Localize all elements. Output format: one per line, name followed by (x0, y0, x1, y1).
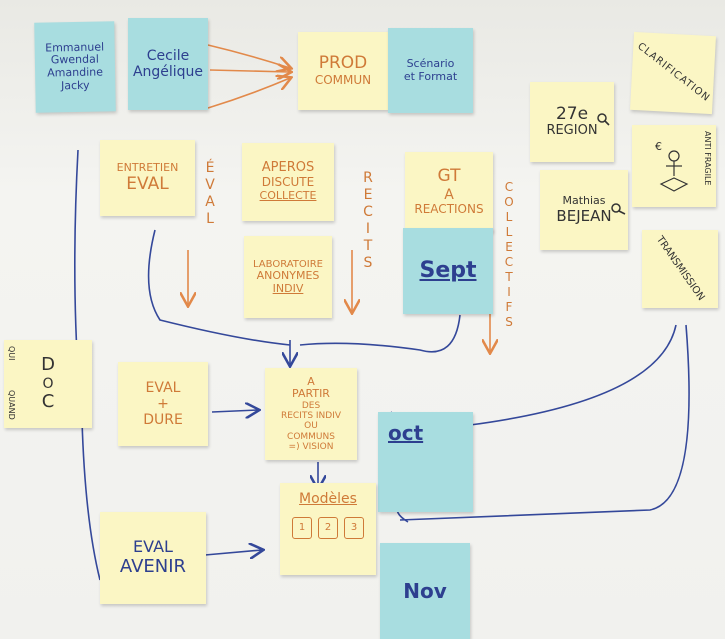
sticky-mathias-bejean: Mathias BEJEAN (540, 170, 628, 250)
note-line: AVENIR (119, 555, 187, 577)
note-line: A (444, 186, 454, 203)
note-line: EVAL (133, 537, 173, 557)
note-line: 27e (555, 103, 589, 124)
note-line: DURE (143, 412, 183, 429)
blue-avenir-to-modeles (204, 550, 262, 555)
label-collectifs-vertical: COLLECTIFS (502, 180, 516, 330)
arrow-names-to-prod (207, 44, 290, 68)
sticky-transmission: TRANSMISSION (642, 230, 718, 308)
blue-right-loop-top (469, 324, 677, 426)
note-line: Mathias (562, 194, 606, 208)
note-line: D (41, 354, 55, 376)
note-line: OU (304, 421, 318, 432)
note-line: REACTIONS (414, 201, 484, 216)
blue-sept-path (299, 314, 461, 353)
note-line: C (41, 391, 55, 413)
model-slot: 1 (292, 517, 312, 540)
sticky-gt-reactions: GT A REACTIONS (405, 152, 493, 232)
note-line: COMMUNS (287, 431, 335, 442)
sticky-laboratoire: LABORATOIRE ANONYMES INDIV (244, 236, 332, 318)
sticky-nov: Nov (380, 543, 470, 639)
note-line: =) VISION (288, 442, 334, 453)
note-line: COMMUN (314, 72, 372, 87)
magnifier-icon (597, 113, 610, 126)
model-slot: 3 (344, 517, 364, 540)
note-line: + (157, 395, 169, 412)
magnifier-icon (611, 203, 626, 215)
blue-right-loop-bottom (399, 324, 690, 521)
note-line: PROD (318, 53, 368, 74)
name-line: Cecile (146, 47, 190, 64)
note-line: Sept (419, 258, 477, 284)
sticky-eval-avenir: EVAL AVENIR (100, 512, 206, 604)
note-line: Nov (403, 578, 447, 603)
model-slot: 2 (318, 517, 338, 540)
note-line: DES (301, 400, 321, 411)
note-line: BEJEAN (556, 206, 612, 225)
svg-text:€: € (655, 140, 662, 153)
sticky-aperos: APEROS DISCUTE COLLECTE (242, 143, 334, 221)
label-eval-vertical: ÉVAL (202, 160, 218, 228)
sticky-entretien-eval: ENTRETIEN EVAL (100, 140, 195, 216)
note-line: et Format (403, 69, 458, 83)
note-line: O (42, 375, 54, 392)
note-line: EVAL (126, 173, 169, 194)
arrow-low-to-prod (207, 78, 290, 109)
note-line: REGION (546, 123, 598, 139)
note-line: EVAL (145, 379, 181, 396)
note-line: A (307, 374, 315, 388)
note-line: APEROS (261, 160, 315, 176)
note-line: LABORATOIRE (253, 258, 323, 270)
sticky-27e-region: 27e REGION (530, 82, 614, 162)
note-line: RECITS INDIV (280, 411, 342, 422)
note-line: QUAND (7, 390, 17, 420)
name-line: Angélique (132, 64, 204, 80)
sticky-oct: oct (378, 412, 473, 512)
note-line: ANTI FRAGILE (703, 131, 712, 186)
person-figure-icon: € (655, 140, 689, 192)
sticky-clarification: CLARIFICATION (630, 31, 716, 115)
note-line: oct (388, 421, 424, 445)
note-line: INDIV (272, 281, 304, 295)
sticky-sept: Sept (403, 228, 493, 314)
note-line: QUI (7, 346, 17, 361)
note-line: ENTRETIEN (116, 160, 179, 174)
note-line: Modèles (299, 491, 357, 507)
blue-entretien-path (147, 229, 291, 346)
name-line: Jacky (60, 78, 90, 92)
sticky-names: Emmanuel Gwendal Amandine Jacky (34, 21, 116, 113)
note-line: PARTIR (292, 387, 330, 401)
note-line: ANONYMES (256, 269, 320, 283)
sticky-anti-fragile: € ANTI FRAGILE (632, 125, 716, 207)
note-line: CLARIFICATION (634, 41, 712, 105)
sticky-doc: D O C QUI QUAND (4, 340, 92, 428)
blue-dure-to-apartir (211, 410, 258, 412)
note-line: DISCUTE (261, 175, 315, 190)
sticky-modeles: Modèles 1 2 3 (280, 483, 376, 575)
arrow-mid-to-prod (209, 70, 290, 72)
sticky-prod-commun: PROD COMMUN (298, 32, 388, 110)
note-line: GT (437, 166, 461, 187)
sticky-scenario: Scénario et Format (388, 28, 473, 113)
model-slots: 1 2 3 (292, 517, 364, 540)
sticky-a-partir: A PARTIR DES RECITS INDIV OU COMMUNS =) … (265, 368, 357, 460)
sticky-eval-dure: EVAL + DURE (118, 362, 208, 446)
label-recits-vertical: RECITS (360, 170, 376, 272)
sticky-cecile: Cecile Angélique (128, 18, 208, 110)
note-line: TRANSMISSION (653, 234, 707, 304)
note-line: Scénario (406, 56, 455, 70)
note-line: COLLECTE (259, 189, 317, 203)
